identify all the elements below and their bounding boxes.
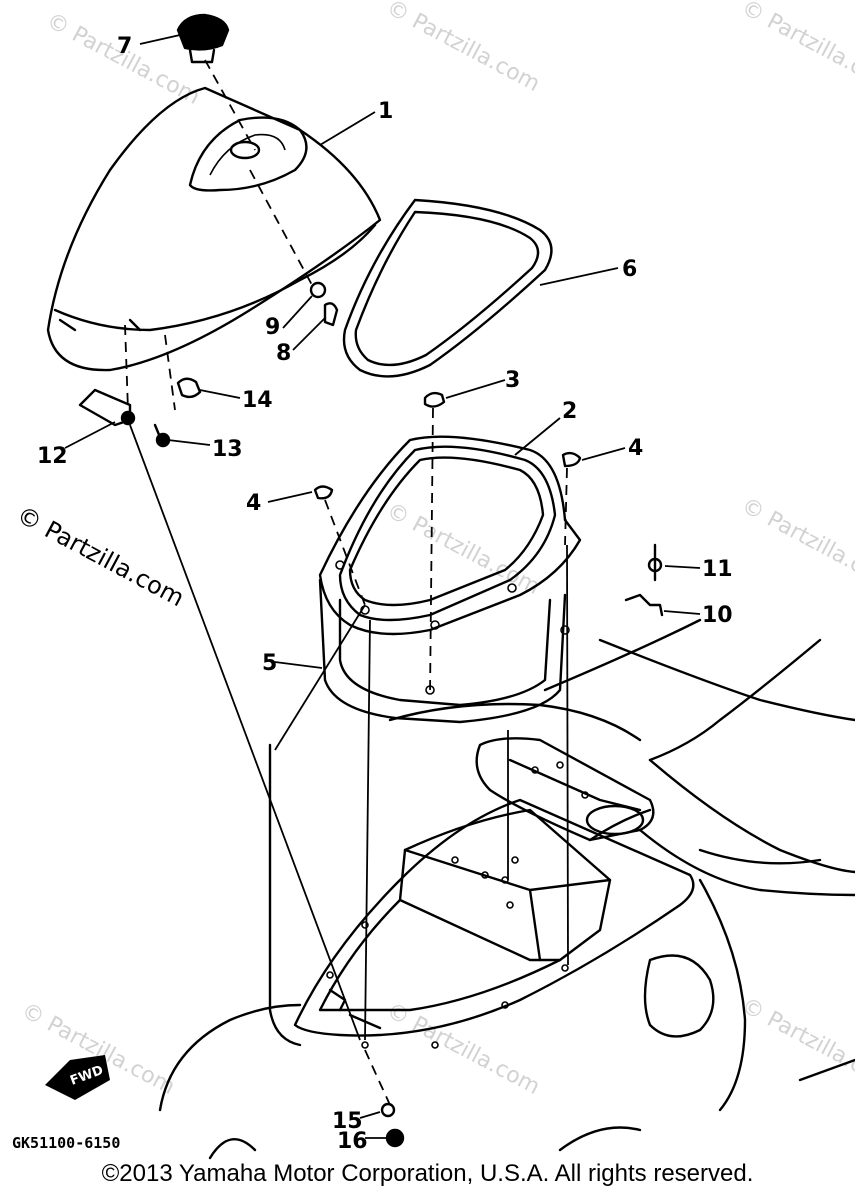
callout-12: 12	[37, 444, 68, 469]
callout-9: 9	[265, 315, 280, 340]
storage-bin-part	[318, 435, 582, 724]
callout-6: 6	[622, 257, 637, 282]
watermark: © Partzilla.com	[382, 998, 544, 1100]
callout-8: 8	[276, 341, 291, 366]
assembly-lines	[124, 59, 569, 1106]
watermark-dark: © Partzilla.com	[12, 501, 189, 613]
callout-4-left: 4	[246, 491, 261, 516]
leader-lines	[64, 34, 701, 1139]
callout-4-right: 4	[628, 436, 643, 461]
watermark: © Partzilla.com	[382, 0, 544, 97]
watermark: © Partzilla.com	[737, 493, 855, 595]
callout-11: 11	[702, 557, 733, 582]
watermark: © Partzilla.com	[42, 8, 204, 110]
watermark: © Partzilla.com	[737, 0, 855, 97]
cover-part	[46, 86, 382, 372]
callout-7: 7	[117, 34, 132, 59]
callouts: 7 1 6 9 8 3 2 4 4 5 11 10 12 13 14 15 16	[37, 34, 733, 1154]
watermark: © Partzilla.com	[382, 498, 544, 600]
callout-16: 16	[337, 1129, 368, 1154]
callout-13: 13	[212, 437, 243, 462]
callout-2: 2	[562, 399, 577, 424]
callout-10: 10	[702, 603, 733, 628]
watermark: © Partzilla.com	[737, 993, 855, 1095]
watermarks: © Partzilla.com © Partzilla.com © Partzi…	[12, 0, 855, 1100]
callout-14: 14	[242, 388, 273, 413]
copyright-notice: ©2013 Yamaha Motor Corporation, U.S.A. A…	[101, 1160, 754, 1187]
hardware-parts: FWD	[45, 281, 664, 1148]
callout-1: 1	[378, 99, 393, 124]
diagram-code: GK51100-6150	[12, 1134, 120, 1152]
callout-15: 15	[332, 1109, 363, 1134]
storage-well	[293, 737, 695, 1049]
callout-5: 5	[262, 651, 277, 676]
callout-3: 3	[505, 368, 520, 393]
knob-part	[176, 13, 230, 64]
gasket-part	[342, 198, 553, 378]
